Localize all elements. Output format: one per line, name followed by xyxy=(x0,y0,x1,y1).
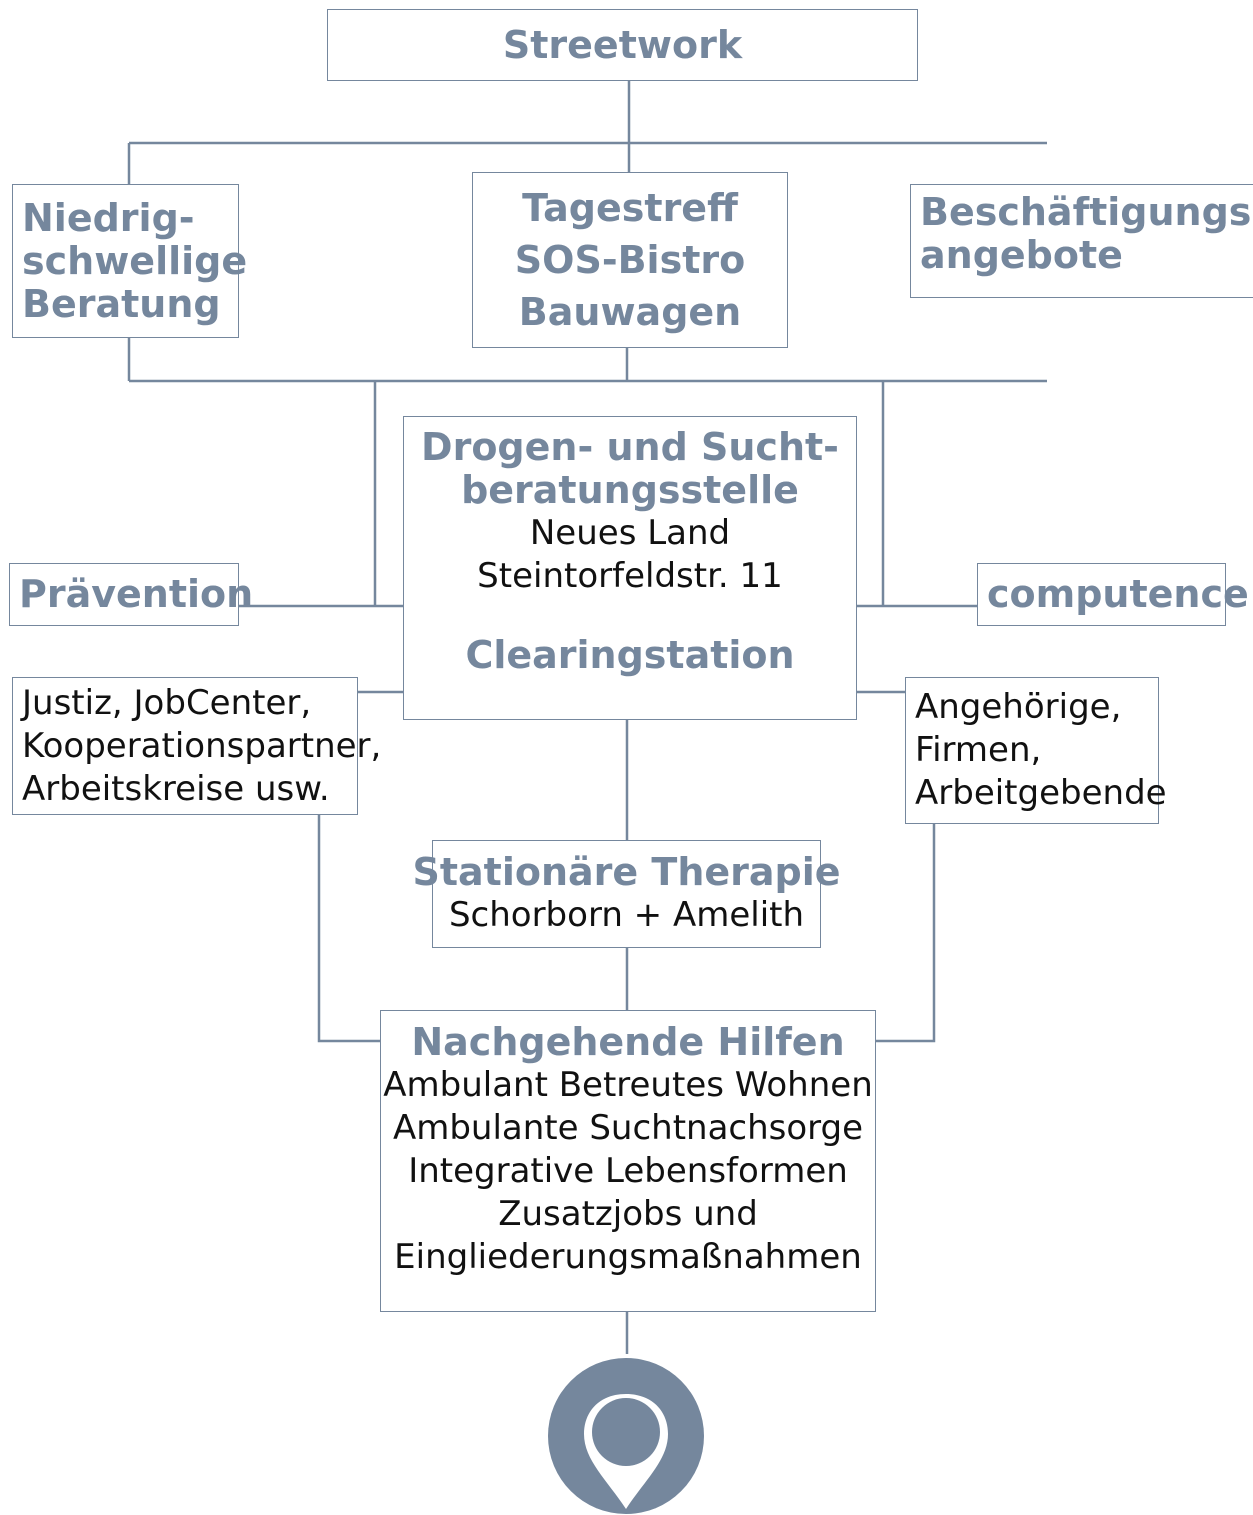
justiz-line: Kooperationspartner, xyxy=(22,725,382,766)
praevention-title: Prävention xyxy=(19,572,254,616)
location-pin-icon xyxy=(548,1358,704,1514)
beschaeftigungsangebote-title-line: angebote xyxy=(920,233,1123,277)
nachgehende-hilfen-box: Nachgehende Hilfen Ambulant Betreutes Wo… xyxy=(380,1010,876,1312)
niedrigschwellige-beratung-box: Niedrig- schwellige Beratung xyxy=(12,184,247,338)
clearingstation-title: Clearingstation xyxy=(465,633,795,677)
angehoerige-box: Angehörige, Firmen, Arbeitgebende xyxy=(905,677,1167,824)
nachgehende-hilfen-item: Zusatzjobs und xyxy=(498,1194,758,1234)
tagestreff-title-line: Bauwagen xyxy=(518,290,742,334)
praevention-box: Prävention xyxy=(9,563,253,626)
justiz-partner-box: Justiz, JobCenter, Kooperationspartner, … xyxy=(12,677,381,815)
justiz-line: Justiz, JobCenter, xyxy=(22,682,312,723)
suchtberatungsstelle-title-line: Drogen- und Sucht- xyxy=(421,424,839,469)
justiz-line: Arbeitskreise usw. xyxy=(22,768,330,809)
suchtberatungsstelle-box: Drogen- und Sucht- beratungsstelle Neues… xyxy=(403,416,857,606)
beschaeftigungsangebote-box: Beschäftigungs- angebote xyxy=(910,184,1253,298)
niedrigschwellige-title-line: Niedrig- xyxy=(22,195,195,240)
niedrigschwellige-title-line: Beratung xyxy=(22,281,221,326)
suchtberatungsstelle-address: Steintorfeldstr. 11 xyxy=(477,555,783,596)
angehoerige-line: Arbeitgebende xyxy=(915,773,1167,813)
streetwork-title: Streetwork xyxy=(502,22,743,67)
nachgehende-hilfen-item: Eingliederungsmaßnahmen xyxy=(394,1237,862,1277)
computence-box: computence xyxy=(977,563,1249,626)
stationaere-therapie-title: Stationäre Therapie xyxy=(412,850,841,894)
nachgehende-hilfen-item: Integrative Lebensformen xyxy=(408,1151,848,1191)
nachgehende-hilfen-item: Ambulante Suchtnachsorge xyxy=(392,1108,864,1148)
stationaere-therapie-box: Stationäre Therapie Schorborn + Amelith xyxy=(412,840,841,948)
computence-title: computence xyxy=(987,572,1249,616)
clearingstation-box: Clearingstation xyxy=(403,606,857,720)
nachgehende-hilfen-item: Ambulant Betreutes Wohnen xyxy=(383,1065,873,1105)
beschaeftigungsangebote-title-line: Beschäftigungs- xyxy=(920,190,1253,234)
tagestreff-box: Tagestreff SOS-Bistro Bauwagen xyxy=(472,172,788,348)
streetwork-box: Streetwork xyxy=(327,9,918,81)
nachgehende-hilfen-title: Nachgehende Hilfen xyxy=(411,1020,845,1064)
niedrigschwellige-title-line: schwellige xyxy=(22,238,248,283)
tagestreff-title-line: Tagestreff xyxy=(522,186,738,230)
suchtberatungsstelle-title-line: beratungsstelle xyxy=(461,467,799,512)
suchtberatungsstelle-name: Neues Land xyxy=(529,512,731,553)
stationaere-therapie-location: Schorborn + Amelith xyxy=(448,895,805,935)
angehoerige-line: Firmen, xyxy=(915,730,1042,770)
tagestreff-title-line: SOS-Bistro xyxy=(514,238,746,282)
angehoerige-line: Angehörige, xyxy=(915,687,1122,727)
